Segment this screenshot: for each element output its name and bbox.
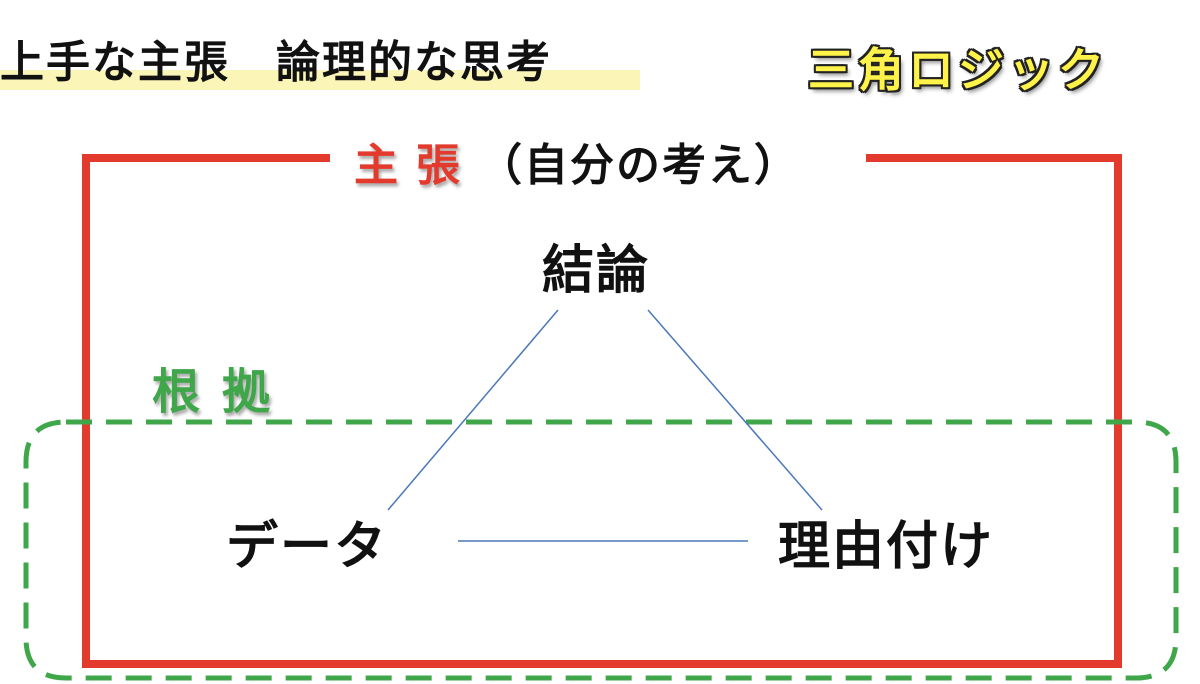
claim-frame bbox=[82, 154, 1122, 668]
grounds-label: 根拠 bbox=[152, 364, 293, 420]
node-data: データ bbox=[226, 517, 389, 577]
connector-conclusion-warrant bbox=[647, 309, 823, 511]
connector-conclusion-data bbox=[387, 309, 559, 511]
node-warrant: 理由付け bbox=[778, 517, 995, 577]
grounds-frame bbox=[23, 419, 1179, 681]
title-highlight bbox=[0, 70, 640, 90]
claim-note: （自分の考え） bbox=[478, 140, 800, 191]
claim-label: 主張（自分の考え） bbox=[344, 138, 810, 194]
triangle-logic-badge: 三角ロジック bbox=[808, 43, 1108, 97]
node-conclusion: 結論 bbox=[542, 241, 651, 301]
claim-text: 主張 bbox=[354, 140, 478, 191]
page-title: 上手な主張 論理的な思考 bbox=[0, 37, 552, 88]
